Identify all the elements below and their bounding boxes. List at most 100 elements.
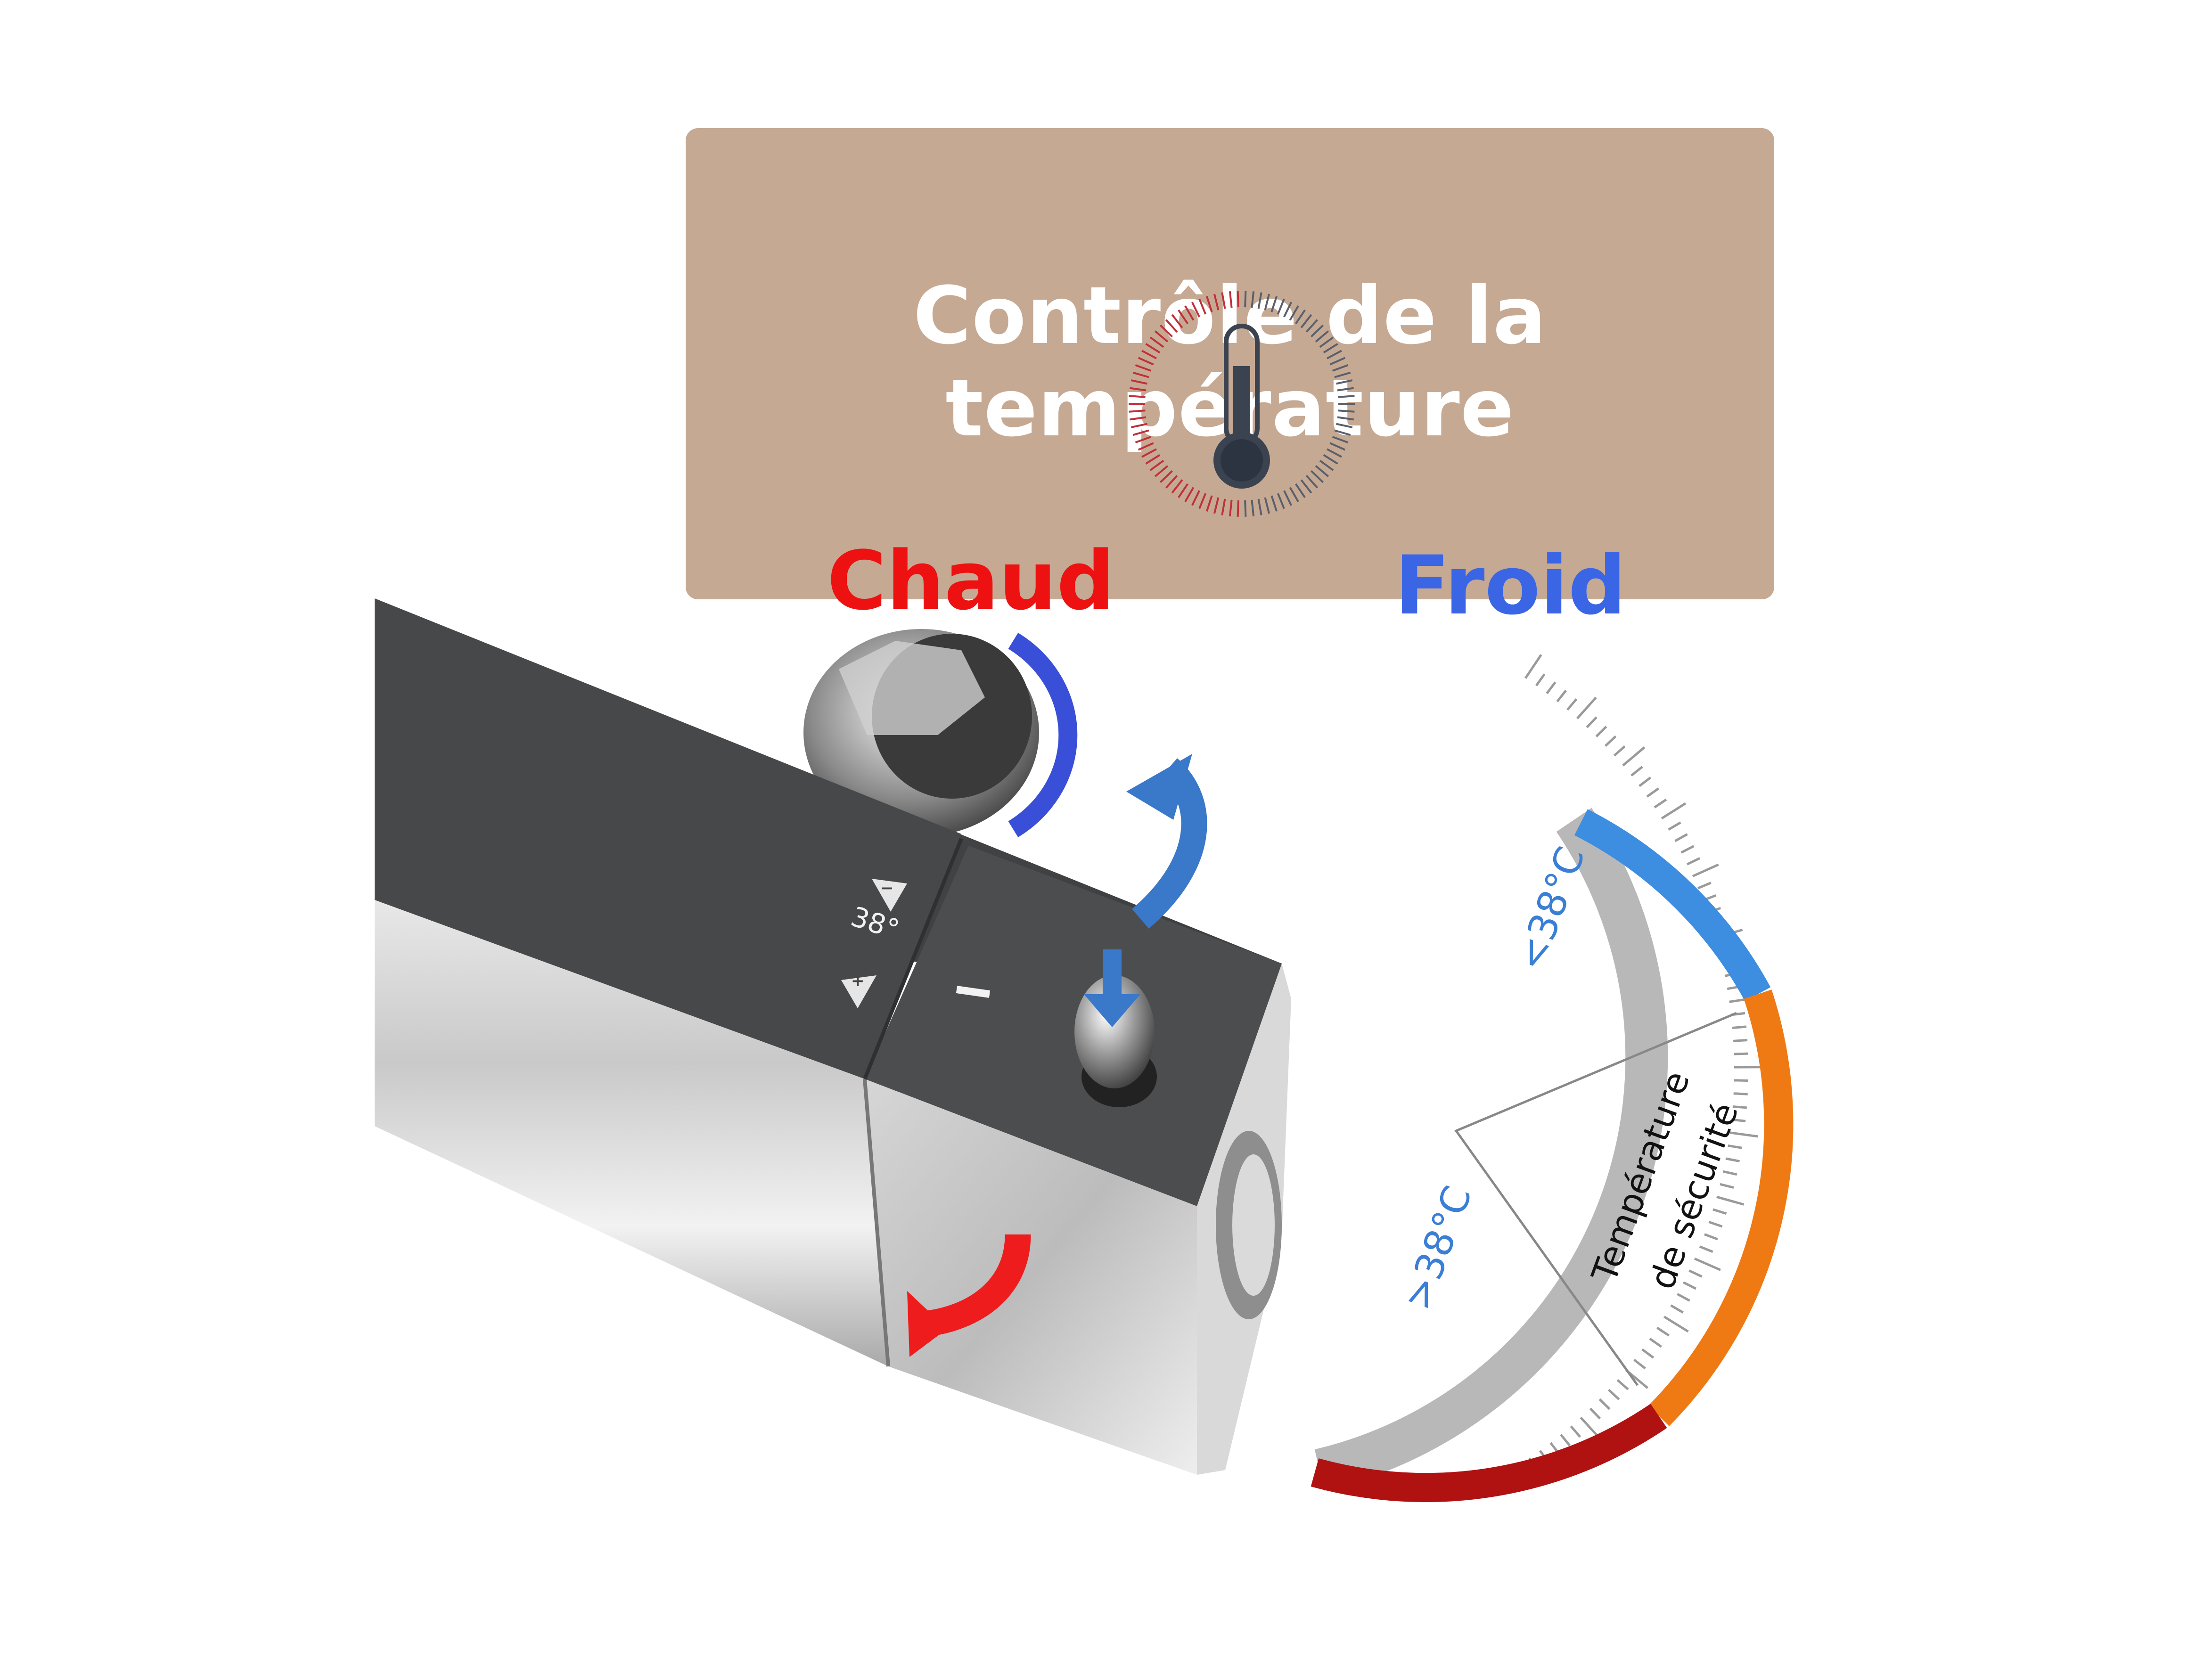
gauge-tick — [1729, 1131, 1758, 1138]
gauge-tick — [1733, 1039, 1748, 1042]
dial-tick — [1336, 379, 1353, 385]
gauge-tick — [1720, 1183, 1734, 1189]
dial-tick — [1229, 291, 1233, 308]
gauge-tick — [1654, 798, 1667, 809]
dial-tick — [1213, 497, 1220, 514]
dial-tick — [1159, 324, 1173, 338]
dial-tick — [1334, 371, 1351, 378]
dial-tick — [1315, 330, 1329, 343]
gauge-tick — [1663, 1316, 1689, 1333]
gauge-tick — [1576, 696, 1597, 719]
dial-tick — [1229, 499, 1233, 516]
dial-tick — [1300, 314, 1312, 328]
minus-symbol: − — [880, 879, 894, 898]
gauge-tick — [1605, 735, 1617, 747]
gauge-tick — [1732, 1025, 1747, 1030]
gauge-tick — [1733, 1092, 1748, 1095]
temperature-control-banner: Contrôle de la température Chaud Froid — [686, 128, 1774, 633]
dial-tick — [1277, 493, 1285, 509]
gauge-tick — [1683, 1281, 1697, 1290]
gauge-safe-segment — [1648, 989, 1794, 1426]
dial-tick — [1300, 479, 1312, 494]
dial-tick — [1129, 395, 1146, 398]
dial-tick — [1135, 436, 1152, 443]
valve-front-face — [375, 900, 888, 1366]
gauge-tick — [1622, 746, 1646, 767]
gauge-tick — [1699, 1245, 1713, 1253]
gauge-tick — [1694, 1257, 1721, 1271]
dial-tick — [1138, 357, 1154, 366]
gauge-tick — [1725, 1157, 1740, 1162]
adjust-indicators — [841, 879, 907, 1008]
gauge-tick — [1546, 681, 1557, 695]
dial-tick — [1305, 319, 1319, 333]
dial-tick — [1323, 343, 1338, 354]
dial-tick — [1184, 487, 1195, 502]
dial-tick — [1221, 292, 1226, 309]
dial-tick — [1141, 350, 1157, 360]
dial-tick — [1131, 423, 1147, 428]
dial-tick — [1283, 302, 1293, 318]
gauge-tick — [1697, 882, 1712, 890]
dial-tick — [1323, 454, 1338, 465]
gauge-tick — [1560, 1434, 1571, 1447]
gauge-cold-segment — [1574, 809, 1771, 1001]
dial-tick — [1171, 314, 1183, 328]
dial-tick — [1289, 487, 1299, 502]
dial-tick — [1264, 294, 1270, 311]
gauge-tick — [1535, 673, 1546, 686]
plus-symbol: + — [851, 972, 865, 990]
gauge-tick — [1566, 698, 1578, 711]
dial-tick — [1184, 305, 1195, 321]
gauge-tick — [1630, 766, 1643, 777]
dial-tick — [1329, 357, 1346, 366]
dial-tick — [1178, 483, 1189, 499]
dial-tick — [1141, 448, 1157, 458]
dial-tick — [1329, 442, 1346, 451]
dial-tick — [1221, 499, 1226, 515]
gauge-tick — [1680, 845, 1695, 854]
gauge-tick — [1524, 654, 1542, 679]
gauge-tick — [1639, 776, 1652, 787]
gauge-tick — [1646, 787, 1660, 798]
dial-tick — [1334, 429, 1351, 436]
dial-tick — [1257, 292, 1262, 309]
dial-tick — [1337, 416, 1354, 421]
dial-tick — [1257, 499, 1262, 515]
dial-tick — [1332, 436, 1349, 443]
gauge-tick — [1692, 863, 1719, 877]
dial-tick — [1132, 371, 1149, 378]
gauge-tick — [1722, 1170, 1737, 1176]
gauge-tick — [1595, 726, 1607, 737]
dial-tick — [1294, 483, 1306, 499]
dial-tick — [1198, 298, 1207, 315]
gauge-tick — [1668, 821, 1681, 831]
dial-tick — [1138, 442, 1154, 451]
gauge-tick — [1716, 1195, 1745, 1206]
dial-tick — [1337, 387, 1354, 392]
dial-tick — [1205, 296, 1213, 312]
dial-tick — [1130, 416, 1147, 421]
dial-tick — [1154, 330, 1169, 343]
dial-tick — [1131, 379, 1147, 385]
dial-tick — [1277, 298, 1285, 315]
gauge-tick — [1687, 857, 1701, 866]
thermometer-icon — [1129, 291, 1355, 517]
dial-tick — [1154, 465, 1169, 477]
gauge-hot-segment — [1311, 1404, 1667, 1503]
dial-tick — [1319, 336, 1334, 348]
banner-title: Contrôle de la température — [913, 270, 1547, 454]
dial-tick — [1130, 387, 1147, 392]
gauge-tick — [1656, 1326, 1670, 1337]
dial-tick — [1198, 493, 1207, 509]
dial-tick — [1319, 459, 1334, 471]
dial-tick — [1294, 309, 1306, 325]
dial-tick — [1149, 336, 1164, 348]
gauge-tick — [1589, 1407, 1601, 1420]
safety-zone-wedge — [1454, 1012, 1737, 1386]
dial-tick — [1135, 364, 1152, 372]
dial-tick — [1213, 294, 1220, 311]
curved-arrow-down-icon — [907, 1234, 1031, 1357]
